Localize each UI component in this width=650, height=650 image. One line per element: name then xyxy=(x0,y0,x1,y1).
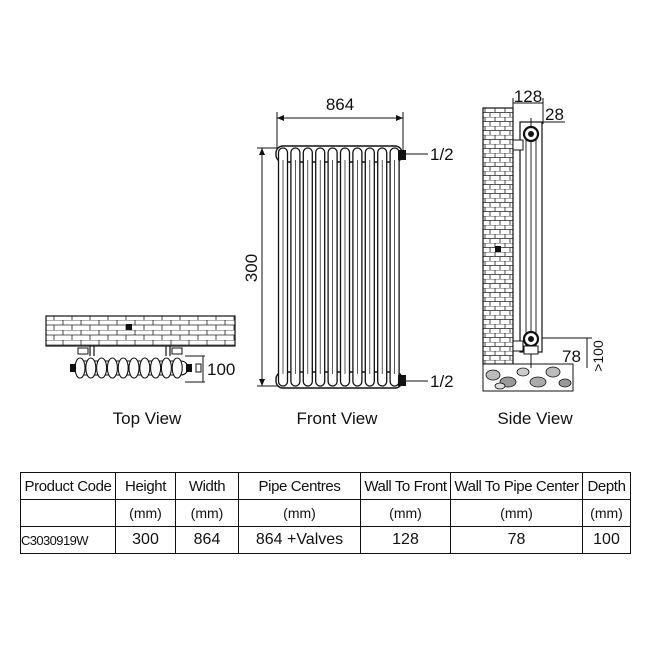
table-row: C3030919W 300 864 864 +Valves 128 78 100 xyxy=(20,526,631,554)
radiator-front xyxy=(275,145,403,389)
radiator-plan xyxy=(70,357,192,379)
bottom-valve xyxy=(398,375,406,386)
side-wall-to-front-label: 128 xyxy=(514,87,542,106)
header-cell: Pipe Centres xyxy=(238,472,361,500)
front-width-label: 864 xyxy=(326,95,354,114)
unit-cell: (mm) xyxy=(360,499,451,527)
radiator-column xyxy=(85,357,97,379)
top-valve xyxy=(398,150,406,160)
table-header-row: Product Code Height Width Pipe Centres W… xyxy=(20,472,631,500)
top-view-caption: Top View xyxy=(113,409,182,428)
side-offset-label: 28 xyxy=(545,105,564,124)
technical-drawing: 864 300 1/2 1/2 Front View 100 xyxy=(45,87,606,428)
header-cell: Width xyxy=(175,472,239,500)
wall-section xyxy=(482,107,514,365)
value-cell: 78 xyxy=(450,526,583,554)
value-cell: 864 xyxy=(175,526,239,554)
header-cell: Wall To Pipe Center xyxy=(450,472,583,500)
side-view: 128 28 78 >100 Side View xyxy=(482,87,606,428)
top-depth-label: 100 xyxy=(207,360,235,379)
spec-table: Product Code Height Width Pipe Centres W… xyxy=(20,472,631,554)
value-cell: 100 xyxy=(582,526,631,554)
radiator-column xyxy=(171,357,183,379)
side-floor-clearance-label: >100 xyxy=(590,340,606,372)
wall-plan xyxy=(45,315,236,347)
unit-cell: (mm) xyxy=(115,499,176,527)
radiator-column xyxy=(150,357,162,379)
table-units-row: (mm) (mm) (mm) (mm) (mm) (mm) xyxy=(20,499,631,527)
unit-cell: (mm) xyxy=(238,499,361,527)
front-view-caption: Front View xyxy=(297,409,379,428)
front-view: 864 300 1/2 1/2 Front View xyxy=(242,95,454,428)
value-cell: 128 xyxy=(360,526,451,554)
radiator-column xyxy=(96,357,108,379)
radiator-column xyxy=(117,357,129,379)
header-cell: Height xyxy=(115,472,176,500)
radiator-column xyxy=(139,357,151,379)
floor-section xyxy=(482,363,574,392)
radiator-column xyxy=(106,357,118,379)
header-cell: Product Code xyxy=(20,472,116,500)
header-cell: Wall To Front xyxy=(360,472,451,500)
header-cell: Depth xyxy=(582,472,631,500)
unit-cell: (mm) xyxy=(582,499,631,527)
value-cell: 300 xyxy=(115,526,176,554)
radiator-column xyxy=(74,357,86,379)
top-view: 100 Top View xyxy=(45,315,236,428)
product-code-cell: C3030919W xyxy=(20,526,116,554)
side-pipe-center-label: 78 xyxy=(562,347,581,366)
front-height-label: 300 xyxy=(242,254,261,282)
side-view-caption: Side View xyxy=(497,409,573,428)
bottom-valve-label: 1/2 xyxy=(430,372,454,391)
radiator-column xyxy=(128,357,140,379)
unit-cell: (mm) xyxy=(450,499,583,527)
top-valve-label: 1/2 xyxy=(430,145,454,164)
radiator-column xyxy=(160,357,172,379)
value-cell: 864 +Valves xyxy=(238,526,361,554)
unit-cell xyxy=(20,499,116,527)
unit-cell: (mm) xyxy=(175,499,239,527)
